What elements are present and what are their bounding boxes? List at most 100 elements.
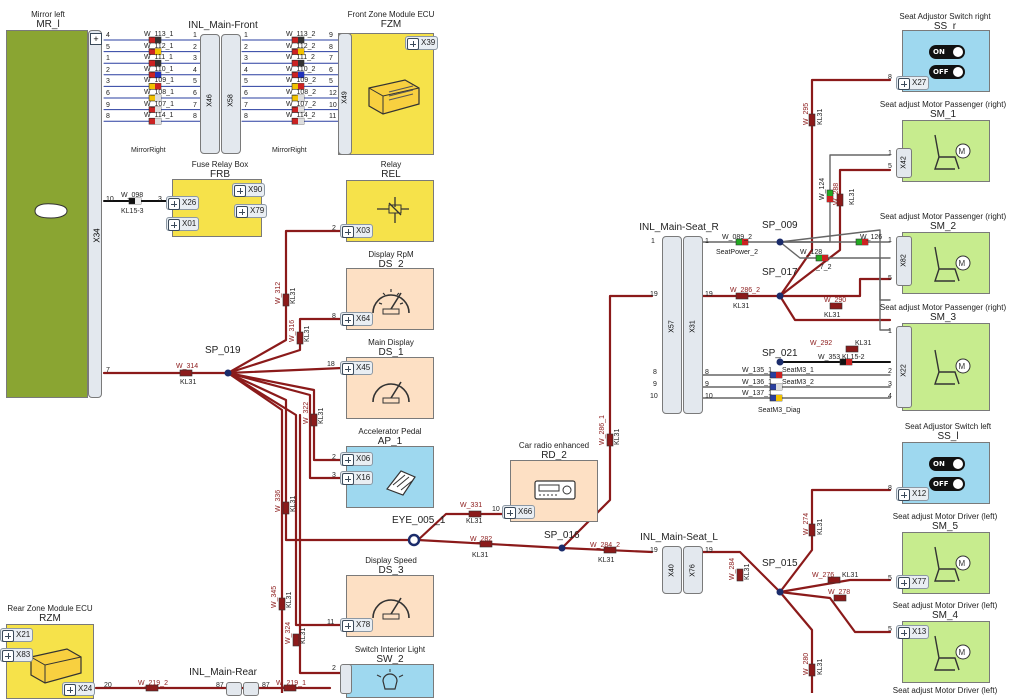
wire-w276[interactable] [778, 578, 892, 594]
frb-connector-x01[interactable]: X01 [166, 217, 200, 231]
pin-inl-b-6: 7 [244, 101, 248, 109]
label-w_109_2: W_109_2 [286, 77, 316, 85]
wire-w331[interactable] [416, 512, 510, 542]
rel-title: REL [381, 169, 401, 180]
rzm-connector-x21[interactable]: X21 [0, 628, 34, 642]
frb-connector-x26[interactable]: X26 [166, 196, 200, 210]
ds3-connector-x78[interactable]: X78 [340, 618, 374, 632]
sm1-subtitle: Seat adjust Motor Passenger (right) [879, 100, 1007, 109]
fzm-connector-x39[interactable]: X39 [405, 36, 439, 50]
sm2-connector[interactable]: X82 [896, 236, 912, 286]
wire-w284[interactable] [698, 550, 782, 594]
label-w288: W_288 [833, 182, 840, 205]
pin-rel-2: 2 [332, 225, 336, 232]
inl-front-right-connector[interactable]: X58 [221, 34, 241, 154]
ap1-caption: Accelerator Pedal AP_1 [346, 427, 434, 447]
mr-l-connector-strip[interactable]: + X34 [88, 30, 102, 398]
ds1-connector-x45[interactable]: X45 [340, 361, 374, 375]
wire-w286-1[interactable] [560, 294, 654, 550]
label-w_108_1: W_108_1 [144, 89, 174, 96]
ss-l-on-switch[interactable]: ON [929, 457, 965, 471]
ap1-connector-x16[interactable]: X16 [340, 471, 374, 485]
pin-inl-a-4: 5 [193, 78, 197, 86]
label-w282: W_282 [470, 536, 493, 543]
wire-w-ds1[interactable] [226, 366, 344, 375]
pin-inl-a-2: 3 [193, 55, 197, 63]
ss-l-connector-x12[interactable]: X12 [896, 487, 930, 501]
fzm-module[interactable] [338, 33, 434, 155]
rel-connector-x03[interactable]: X03 [340, 224, 374, 238]
label-w_111_1: W_111_1 [144, 54, 173, 62]
label-w336-kl31: KL31 [290, 495, 297, 512]
sm2-module[interactable]: M [902, 232, 990, 294]
pin-ds1-18: 18 [327, 361, 335, 368]
marker-w353-band [846, 359, 852, 365]
wire-w312[interactable] [226, 229, 344, 375]
rzm-connector-x83[interactable]: X83 [0, 648, 34, 662]
ss-r-off-switch[interactable]: OFF [929, 65, 965, 79]
rd2-connector-x66[interactable]: X66 [502, 505, 536, 519]
rd2-subtitle: Car radio enhanced [518, 441, 590, 450]
mirror-left-module[interactable] [6, 30, 88, 398]
ap1-connector-x06[interactable]: X06 [340, 452, 374, 466]
wire-w274[interactable] [778, 488, 892, 594]
fzm-connector-strip[interactable]: X49 [338, 33, 352, 155]
wire-w-sw2[interactable] [298, 413, 344, 675]
frb-connector-x79[interactable]: X79 [234, 204, 268, 218]
wire-w278[interactable] [778, 590, 892, 634]
ecu-icon [368, 79, 420, 115]
label-w_110_1: W_110_1 [144, 65, 174, 73]
ss-l-off-switch[interactable]: OFF [929, 477, 965, 491]
wire-w336[interactable] [226, 371, 412, 542]
sm4-module[interactable]: M [902, 621, 990, 683]
sm1-module[interactable]: M [902, 120, 990, 182]
inl-seat-r-title: INL_Main-Seat_R [639, 222, 719, 233]
marker-w280 [808, 663, 816, 677]
sm3-connector[interactable]: X22 [896, 326, 912, 408]
inl-seat-r-right-connector[interactable]: X31 [683, 236, 703, 414]
ds1-conn: X45 [356, 363, 371, 372]
label-seatpower: SeatPower_2 [716, 249, 759, 256]
inl-seat-r-left-connector[interactable]: X57 [662, 236, 682, 414]
wire-w288[interactable] [778, 168, 892, 298]
ss-r-connector-x27[interactable]: X27 [896, 76, 930, 90]
inl-seat-l-right-connector[interactable]: X76 [683, 546, 703, 594]
label-w295-kl31: KL31 [817, 108, 824, 125]
wire-w292[interactable] [778, 294, 892, 322]
svg-text:M: M [959, 147, 966, 156]
label-w278: W_278 [828, 589, 851, 596]
pin-inl-a-6: 7 [193, 101, 197, 109]
wire-w290[interactable] [778, 277, 892, 298]
ds2-connector-x64[interactable]: X64 [340, 312, 374, 326]
sm3-module[interactable]: M [902, 323, 990, 411]
mr-l-plus-icon[interactable]: + [90, 33, 102, 45]
pin-rear-87a: 87 [216, 682, 224, 689]
pin-ds2-8: 8 [332, 313, 336, 320]
eye-005-1-ring [407, 533, 421, 547]
inl-rear-right-connector[interactable] [243, 682, 259, 696]
sm5-connector-x77[interactable]: X77 [896, 575, 930, 589]
wire-w345[interactable] [226, 371, 284, 693]
pin-rzm-20: 20 [104, 682, 112, 689]
inl-seat-l-left-connector[interactable]: X40 [662, 546, 682, 594]
sw2-connector[interactable] [340, 664, 352, 694]
sm1-connector[interactable]: X42 [896, 148, 912, 178]
inl-rear-left-connector[interactable] [226, 682, 242, 696]
wire-w280[interactable] [778, 590, 814, 693]
ss-r-title: SS_r [933, 21, 957, 32]
sp009-text: SP_009 [762, 220, 798, 231]
rel-subtitle: Relay [380, 160, 402, 169]
rzm-connector-x24[interactable]: X24 [62, 682, 96, 696]
seat-motor-icon: M [934, 546, 971, 582]
frb-connector-x90[interactable]: X90 [232, 183, 266, 197]
wire-w-ap-3[interactable] [226, 371, 344, 480]
wire-w295[interactable] [778, 78, 892, 298]
marker-w276 [827, 576, 841, 584]
sm4-connector-x13[interactable]: X13 [896, 625, 930, 639]
inl-front-left-connector[interactable]: X46 [200, 34, 220, 154]
wire-w324[interactable] [226, 371, 344, 627]
ss-r-on-switch[interactable]: ON [929, 45, 965, 59]
label-w098: W_098 [121, 192, 144, 199]
sp019-text: SP_019 [205, 345, 241, 356]
